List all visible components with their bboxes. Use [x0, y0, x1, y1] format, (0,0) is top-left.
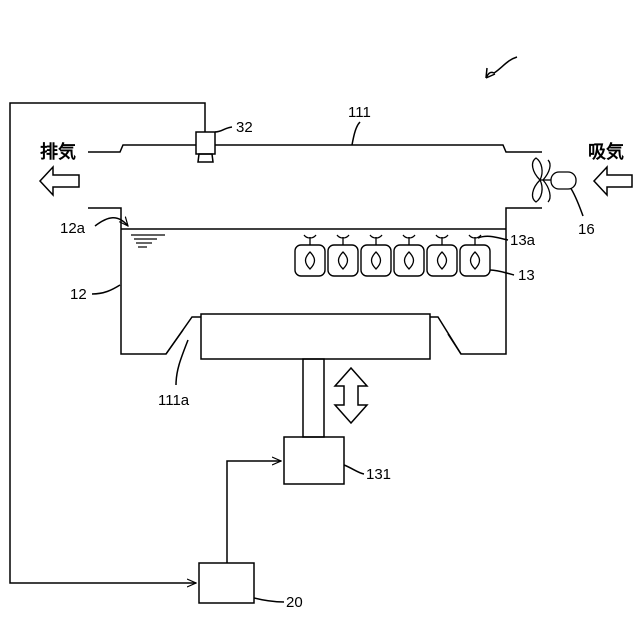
lamp-unit	[460, 235, 490, 276]
lamps-label: 13	[518, 267, 535, 284]
lamp-unit	[394, 235, 424, 276]
controller-label: 20	[286, 594, 303, 611]
duct-top-line	[88, 145, 542, 152]
lift-shaft	[303, 359, 324, 437]
lift-label: 131	[366, 466, 391, 483]
sensor-label: 32	[236, 119, 253, 136]
lamp-housing	[394, 245, 424, 276]
exhaust-label: 排気	[40, 141, 76, 163]
lamp-top-fitting	[403, 235, 415, 245]
lamp-top-fitting	[469, 235, 481, 245]
leader-111a	[176, 340, 188, 385]
leader-13	[490, 270, 514, 275]
lamp-housing	[295, 245, 325, 276]
lamp-unit	[427, 235, 457, 276]
sensor-body	[196, 132, 215, 154]
chamber-bottom-label: 111a	[158, 392, 190, 409]
lamp-unit	[361, 235, 391, 276]
stage-block	[201, 314, 430, 359]
leader-12	[92, 285, 120, 294]
figure-ref-arrow	[486, 57, 517, 78]
leader-12a	[95, 218, 128, 226]
leader-131	[344, 465, 364, 474]
lift-box	[284, 437, 344, 484]
fan-label: 16	[578, 221, 595, 238]
duct-label: 111	[348, 104, 371, 121]
intake-arrow-icon	[594, 167, 632, 195]
lamp-unit	[295, 235, 325, 276]
leader-32	[215, 127, 232, 132]
leader-13a	[478, 236, 508, 240]
leader-111	[352, 122, 360, 145]
lamp-unit	[328, 235, 358, 276]
water-level-mark	[131, 235, 165, 247]
exhaust-arrow-icon	[40, 167, 79, 195]
lamp-housing	[361, 245, 391, 276]
lamp-top-fitting	[436, 235, 448, 245]
lamp-top-fitting	[304, 235, 316, 245]
controller-to-lift-wire	[227, 461, 281, 563]
controller-box	[199, 563, 254, 603]
chamber-right-wall	[506, 208, 542, 229]
leader-16	[570, 187, 583, 216]
sensor-wire	[10, 103, 205, 583]
lift-direction-arrow-icon	[335, 368, 367, 423]
tank-slope-inner	[166, 330, 461, 354]
sensor-tip	[198, 154, 213, 162]
fan-icon	[533, 158, 576, 202]
lamp-top-label: 13a	[510, 232, 536, 249]
surface-label: 12a	[60, 220, 86, 237]
lamp-housing	[460, 245, 490, 276]
lamp-row	[295, 235, 490, 276]
tank-label: 12	[70, 286, 87, 303]
intake-label: 吸気	[588, 141, 624, 163]
lamp-housing	[427, 245, 457, 276]
leader-20	[254, 598, 284, 602]
lamp-top-fitting	[337, 235, 349, 245]
lamp-top-fitting	[370, 235, 382, 245]
lamp-housing	[328, 245, 358, 276]
